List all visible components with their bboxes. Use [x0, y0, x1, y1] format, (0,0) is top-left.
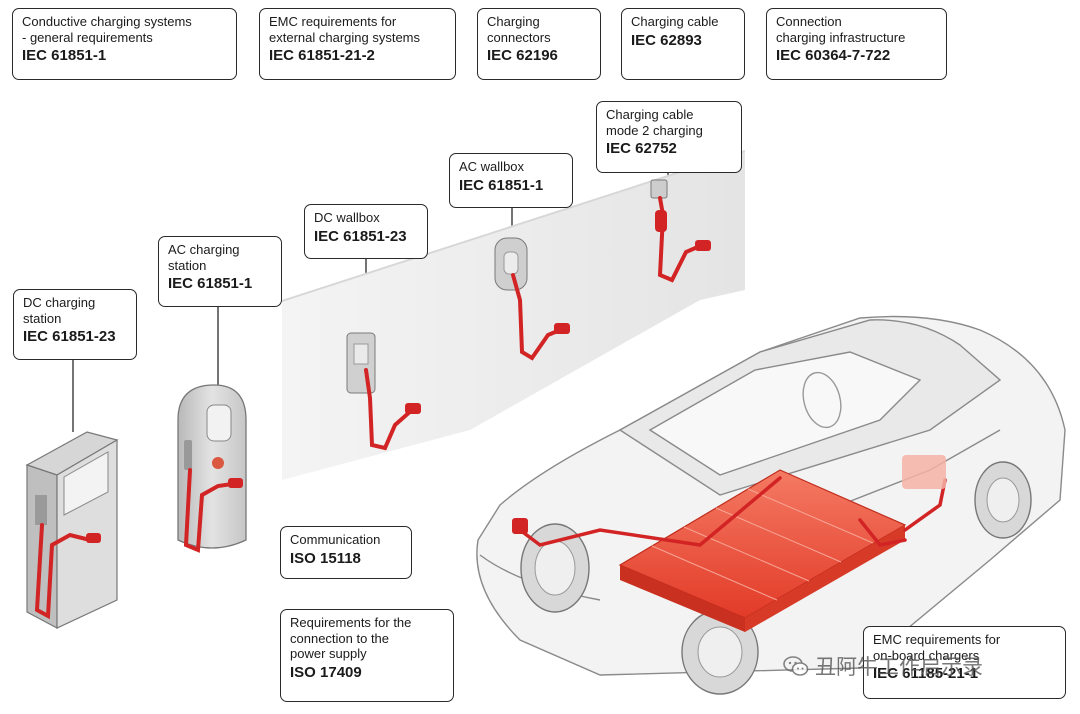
watermark: 丑阿牛工作启示录 — [783, 651, 983, 681]
label-power-supply: Requirements for the connection to the p… — [280, 609, 454, 702]
ac-wallbox — [494, 237, 570, 361]
mode2-cable — [650, 179, 711, 283]
label-desc: Charging cable — [631, 14, 719, 29]
label-standard: ISO 17409 — [290, 663, 362, 681]
label-connection-infrastructure: Connection charging infrastructure IEC 6… — [766, 8, 947, 80]
wall — [282, 150, 745, 480]
label-desc: DC charging station — [23, 295, 96, 326]
label-desc: AC charging station — [168, 242, 240, 273]
label-emc-onboard: EMC requirements for on-board chargers I… — [863, 626, 1066, 699]
label-charging-cable-mode2: Charging cable mode 2 charging IEC 62752 — [596, 101, 742, 173]
label-charging-cable: Charging cable IEC 62893 — [621, 8, 745, 80]
label-standard: IEC 60364-7-722 — [776, 47, 891, 65]
watermark-text: 丑阿牛工作启示录 — [815, 656, 983, 679]
battery-pack — [618, 469, 907, 632]
ac-charging-station — [177, 384, 247, 553]
label-communication: Communication ISO 15118 — [280, 526, 412, 579]
label-conductive-charging: Conductive charging systems - general re… — [12, 8, 237, 80]
label-desc: Requirements for the connection to the p… — [290, 615, 412, 662]
label-standard: IEC 62752 — [606, 140, 677, 158]
label-ac-charging-station: AC charging station IEC 61851-1 — [158, 236, 282, 307]
wechat-icon — [783, 656, 809, 676]
label-standard: IEC 61851-21-2 — [269, 47, 375, 65]
label-standard: ISO 15118 — [290, 549, 361, 567]
label-ac-wallbox: AC wallbox IEC 61851-1 — [449, 153, 573, 208]
label-emc-external: EMC requirements for external charging s… — [259, 8, 456, 80]
label-dc-charging-station: DC charging station IEC 61851-23 — [13, 289, 137, 360]
label-standard: IEC 61851-23 — [23, 328, 116, 346]
label-standard: IEC 61851-1 — [459, 176, 544, 194]
label-desc: EMC requirements for external charging s… — [269, 14, 421, 45]
label-desc: Conductive charging systems - general re… — [22, 14, 192, 45]
label-standard: IEC 61851-1 — [22, 47, 107, 65]
car-wheels — [520, 461, 1032, 695]
label-charging-connectors: Charging connectors IEC 62196 — [477, 8, 601, 80]
car-charging-inlet — [512, 518, 528, 534]
label-standard: IEC 62893 — [631, 31, 702, 49]
label-desc: AC wallbox — [459, 159, 525, 174]
dc-wallbox — [346, 332, 421, 451]
label-dc-wallbox: DC wallbox IEC 61851-23 — [304, 204, 428, 259]
dc-charging-station — [25, 431, 119, 629]
label-desc: Connection charging infrastructure — [776, 14, 906, 45]
label-desc: EMC requirements for on-board chargers — [873, 632, 1001, 663]
label-desc: Communication — [290, 532, 381, 547]
label-desc: Charging connectors — [487, 14, 551, 45]
label-standard: IEC 61851-23 — [314, 227, 407, 245]
label-standard: IEC 61185-21-1 — [873, 665, 979, 683]
onboard-charger — [902, 455, 946, 489]
label-standard: IEC 62196 — [487, 47, 558, 65]
label-desc: DC wallbox — [314, 210, 380, 225]
label-desc: Charging cable mode 2 charging — [606, 107, 703, 138]
label-standard: IEC 61851-1 — [168, 275, 253, 293]
